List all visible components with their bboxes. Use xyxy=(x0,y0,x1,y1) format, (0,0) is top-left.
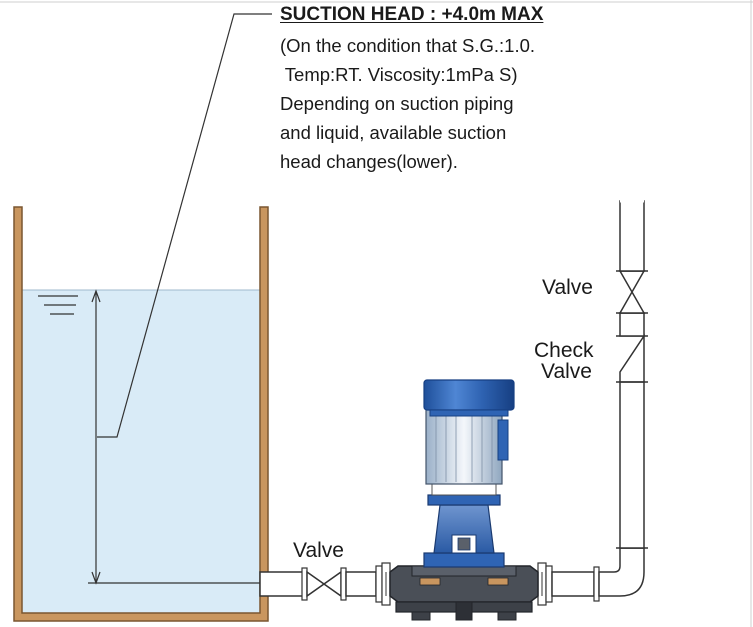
discharge-valve-label: Valve xyxy=(542,276,593,299)
suction-valve-label: Valve xyxy=(293,539,344,562)
motor-flange xyxy=(431,483,497,496)
discharge-elbow xyxy=(598,547,645,597)
check-valve-label-line-2: Valve xyxy=(541,360,592,383)
pump-drain xyxy=(455,601,473,621)
coupling xyxy=(457,537,471,551)
bracket-top-flange xyxy=(427,494,501,506)
suction-pipe-b xyxy=(345,571,377,597)
annotation-line-4: and liquid, available suction xyxy=(280,122,507,143)
discharge-pipe-vertical-lower xyxy=(619,381,645,549)
suction-valve-icon xyxy=(306,570,342,598)
discharge-pipe-horizontal xyxy=(551,571,595,597)
discharge-valve-icon xyxy=(618,270,646,314)
annotation-line-3: Depending on suction piping xyxy=(280,93,514,114)
discharge-pipe-middle xyxy=(619,312,645,337)
casing-plate-right xyxy=(487,577,509,586)
dimension-arrow-top xyxy=(91,289,101,303)
annotation-line-1: (On the condition that S.G.:1.0. xyxy=(280,35,536,56)
leader-line xyxy=(97,13,272,438)
annotation-line-5: head changes(lower). xyxy=(280,151,458,172)
liquid xyxy=(22,290,260,620)
terminal-box xyxy=(497,419,509,461)
pump-foot-right xyxy=(497,611,517,621)
motor-fins xyxy=(425,403,503,485)
bracket-base xyxy=(423,552,505,568)
motor-fin-lines xyxy=(435,406,493,482)
suction-pipe-a xyxy=(259,571,307,597)
suction-head-title: SUCTION HEAD : +4.0m MAX xyxy=(280,4,544,25)
motor-cap-rim xyxy=(429,409,509,417)
tank-wall xyxy=(13,206,269,622)
suction-flange-a xyxy=(375,565,383,603)
pump-foot-left xyxy=(411,611,431,621)
casing-plate-left xyxy=(419,577,441,586)
check-valve-icon xyxy=(619,333,645,382)
check-valve-label-line-1: Check xyxy=(534,339,594,362)
pump xyxy=(389,379,539,621)
discharge-pipe-upper xyxy=(619,200,645,272)
discharge-flange-b xyxy=(545,565,553,603)
motor-cap xyxy=(423,379,515,411)
annotation-line-2: Temp:RT. Viscosity:1mPa S) xyxy=(280,64,518,85)
